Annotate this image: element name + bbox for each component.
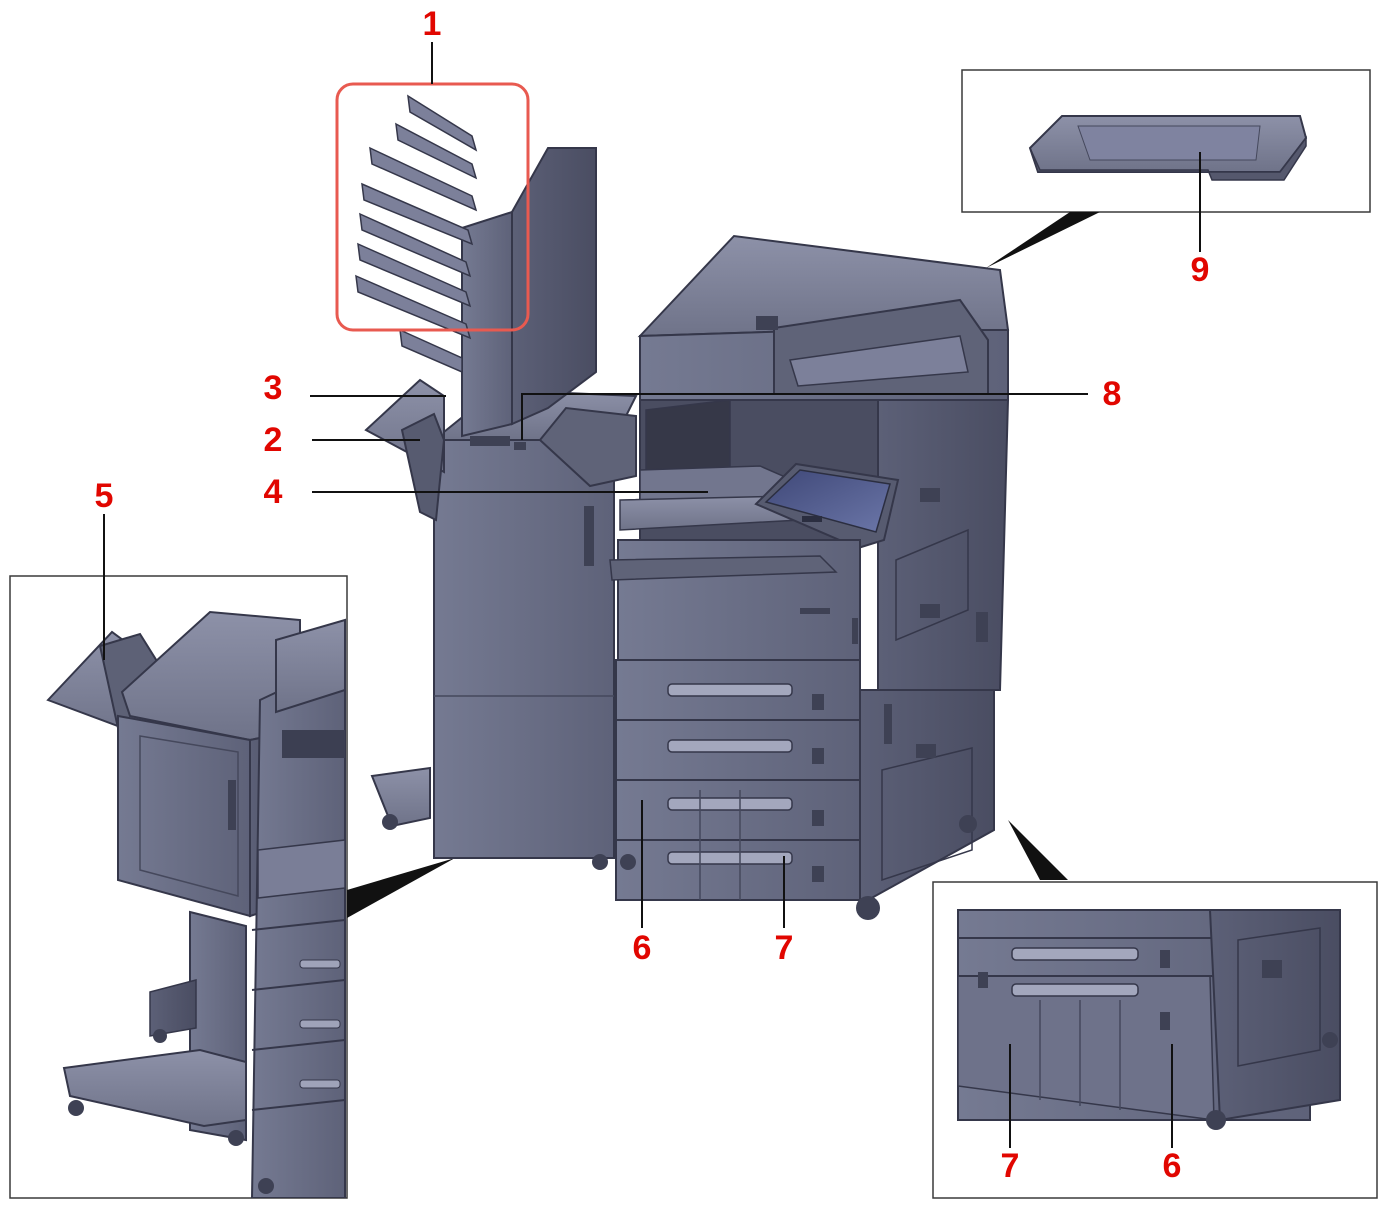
inset-tray-drawer-view — [932, 881, 1378, 1199]
callout-9: 9 — [1190, 251, 1210, 289]
inset-pointer-left — [347, 858, 455, 918]
callout-6-main: 6 — [632, 929, 652, 967]
callout-5: 5 — [94, 477, 114, 515]
callout-8: 8 — [1102, 375, 1122, 413]
callout-3: 3 — [263, 369, 283, 407]
finisher-unit — [355, 94, 638, 870]
inset-inner-tray-view — [961, 69, 1371, 213]
printer-unit — [609, 234, 1010, 920]
callout-6-inset: 6 — [1162, 1147, 1182, 1185]
callout-7-main: 7 — [774, 929, 794, 967]
callout-2: 2 — [263, 421, 283, 459]
inset-pointer-top — [986, 212, 1100, 268]
inset-pointer-right — [1008, 820, 1068, 880]
callout-1: 1 — [422, 5, 442, 43]
leader-lines — [103, 42, 1201, 1148]
callout-4: 4 — [263, 473, 283, 511]
callout-7-inset: 7 — [1000, 1147, 1020, 1185]
inset-finisher-view — [9, 575, 348, 1199]
